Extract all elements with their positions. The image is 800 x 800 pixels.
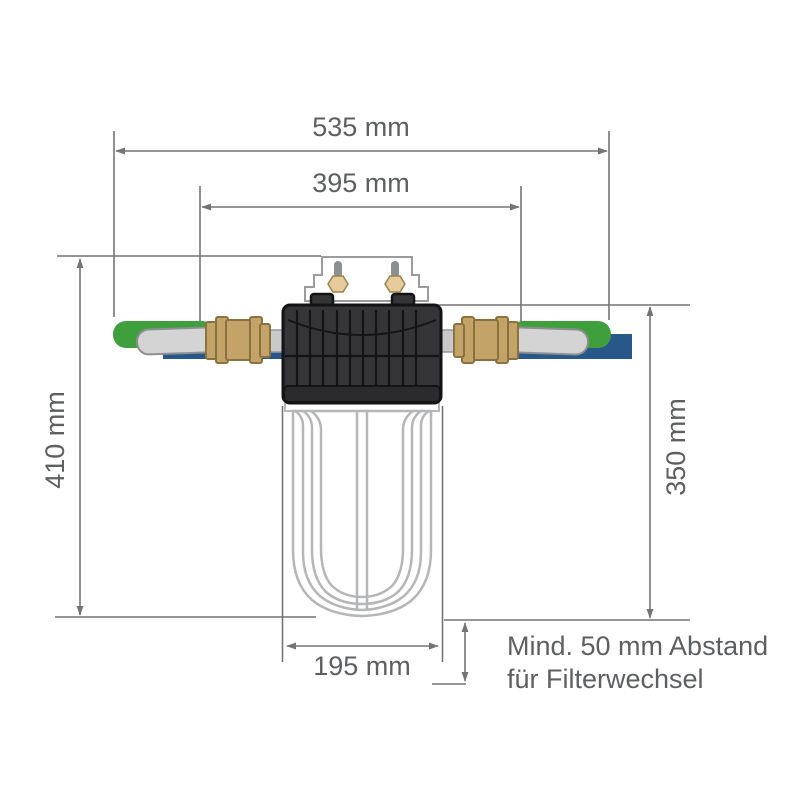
valve-left-band-5 (259, 323, 271, 358)
dim-50-clearance (432, 622, 469, 685)
head-bottom-band (283, 385, 441, 403)
dim-bottom-label: 195 mm (313, 651, 411, 681)
clearance-note: Mind. 50 mm Abstand für Filterwechsel (507, 630, 768, 696)
filter-head (281, 292, 443, 405)
filter-bowl (284, 401, 440, 618)
bowl-outline (291, 409, 433, 618)
valve-right-body (453, 316, 519, 364)
valve-right-band-3 (471, 319, 499, 361)
head-ribs (285, 310, 439, 386)
valve-left-body (205, 316, 271, 364)
bracket-pin-right (391, 261, 399, 278)
bowl-rib-inner (310, 409, 414, 599)
dim-inner-label: 395 mm (312, 168, 410, 198)
dim-left-label: 410 mm (40, 391, 71, 489)
clearance-note-line1: Mind. 50 mm Abstand (507, 631, 769, 661)
bowl-rib-outer (294, 409, 430, 612)
dim-535 (113, 131, 610, 320)
bracket-bolt-left (327, 275, 349, 293)
bracket-pin-left (334, 261, 342, 278)
valve-left (113, 316, 288, 364)
mounting-bracket (304, 256, 429, 302)
dim-top-label: 535 mm (312, 112, 410, 142)
head-arc (287, 319, 437, 336)
valve-right-band-5 (453, 323, 465, 358)
dim-right-label: 350 mm (661, 398, 692, 496)
clearance-note-line2: für Filterwechsel (507, 664, 704, 694)
bracket-bolt-right (384, 275, 406, 293)
bowl-rib-middle (302, 409, 422, 606)
dim-195 (281, 406, 444, 662)
dim-410 (55, 255, 321, 618)
valve-left-band-3 (225, 319, 253, 361)
dim-350 (414, 304, 690, 621)
